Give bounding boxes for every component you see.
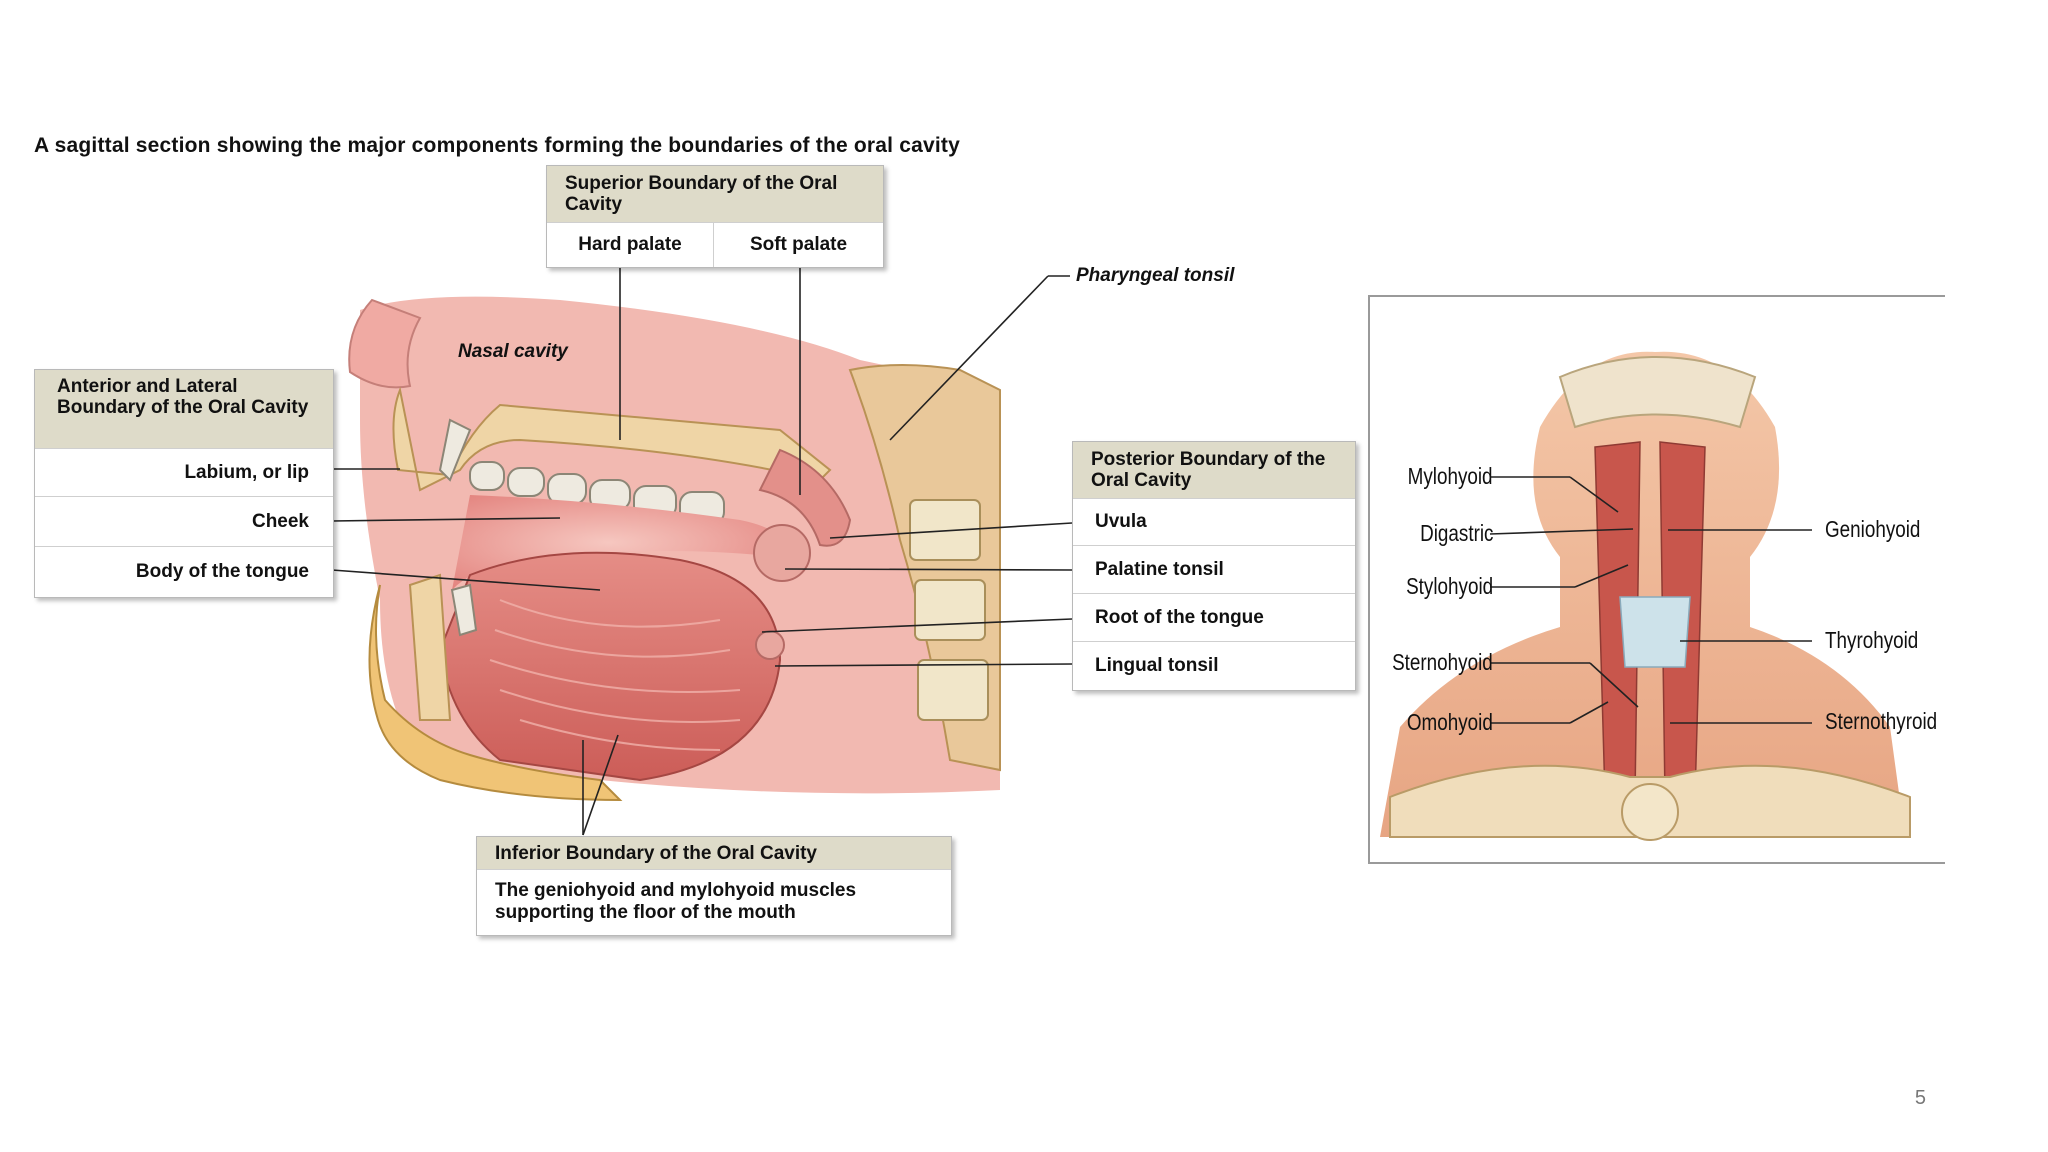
posterior-boundary-title: Posterior Boundary of the Oral Cavity [1073,442,1355,498]
palatine-tonsil-item: Palatine tonsil [1073,545,1355,593]
inferior-boundary-title: Inferior Boundary of the Oral Cavity [477,837,951,869]
uvula-item: Uvula [1073,498,1355,545]
lower-incisor [450,583,478,637]
figure-caption: A sagittal section showing the major com… [34,134,960,157]
anterior-boundary-box: Anterior and Lateral Boundary of the Ora… [34,369,334,598]
nose-shape [348,298,422,389]
page-number: 5 [1914,1087,1926,1109]
neck-muscles-illustration [1380,351,1911,841]
stylohyoid-label: Stylohyoid [1405,573,1493,599]
omohyoid-label: Omohyoid [1407,709,1493,735]
anterior-boundary-title: Anterior and Lateral Boundary of the Ora… [35,370,333,448]
mandible-outline [1558,356,1757,429]
palatine-tonsil-shape [753,524,811,582]
body-of-tongue-item: Body of the tongue [35,546,333,597]
sternum [1621,783,1679,841]
posterior-boundary-box: Posterior Boundary of the Oral Cavity Uv… [1072,441,1356,691]
upper-incisor [438,418,472,482]
nasal-cavity-label: Nasal cavity [458,341,568,362]
root-of-tongue-item: Root of the tongue [1073,593,1355,641]
superior-boundary-box: Superior Boundary of the Oral Cavity Har… [546,165,884,268]
thyrohyoid-label: Thyrohyoid [1825,627,1919,653]
superior-boundary-title: Superior Boundary of the Oral Cavity [547,166,883,222]
head-and-shoulders [1380,351,1905,837]
vertebrae-blocks [909,499,989,721]
mandible-and-floor [368,584,623,802]
hard-palate-item: Hard palate [547,222,714,267]
tongue-muscle-fibers [489,599,741,751]
leader-lines [331,261,1073,836]
mandible-bone [408,573,452,721]
neck-leader-lines [1489,476,1812,724]
soft-palate-item: Soft palate [714,222,883,267]
mylohyoid-label: Mylohyoid [1408,463,1493,489]
inferior-boundary-box: Inferior Boundary of the Oral Cavity The… [476,836,952,936]
labium-item: Labium, or lip [35,448,333,496]
soft-palate-shape [758,448,852,547]
sternohyoid-label: Sternohyoid [1392,649,1493,675]
cheek-item: Cheek [35,496,333,546]
neck-muscles-panel: Mylohyoid Digastric Stylohyoid Sternohyo… [1368,295,1945,864]
digastric-label: Digastric [1419,520,1493,546]
lingual-tonsil-shape [755,630,785,660]
lingual-tonsil-item: Lingual tonsil [1073,641,1355,689]
upper-teeth [469,461,725,525]
pharyngeal-tonsil-label: Pharyngeal tonsil [1076,265,1235,286]
sternothyroid-label: Sternothyroid [1825,708,1938,734]
inferior-boundary-text: The geniohyoid and mylohyoid muscles sup… [477,869,951,934]
tongue-body [438,551,782,782]
thyroid-cartilage [1619,596,1691,668]
geniohyoid-label: Geniohyoid [1825,516,1921,542]
